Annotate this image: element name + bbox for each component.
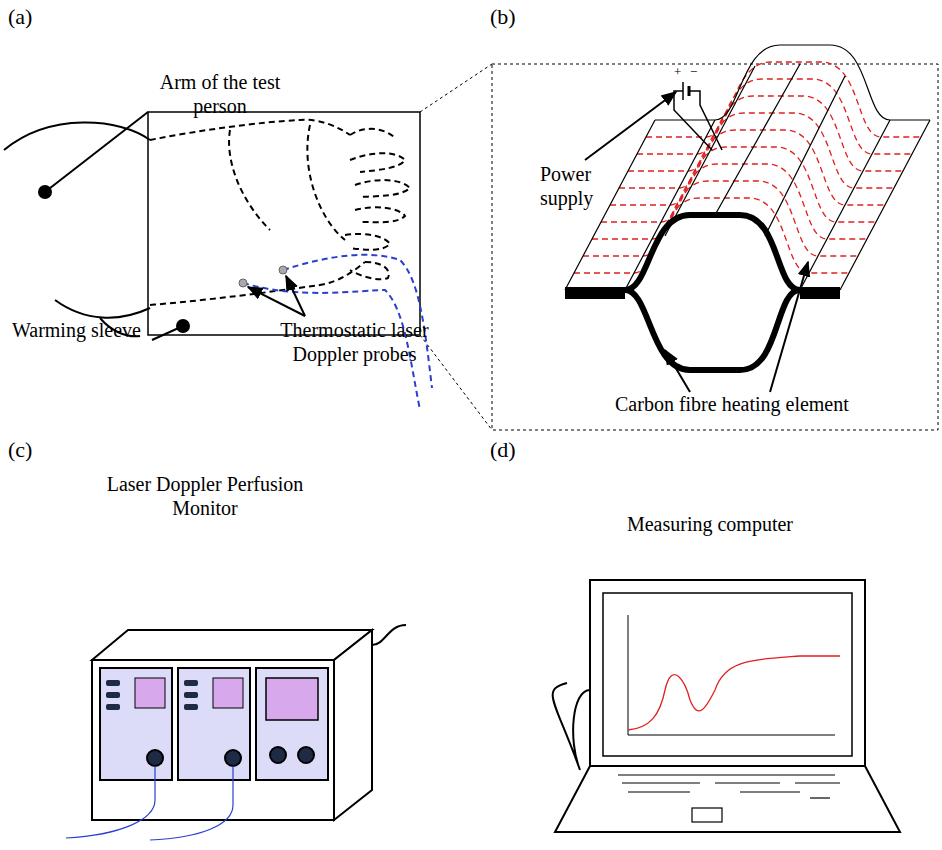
part-label: Arm of the test person [140, 70, 300, 118]
part-label: Thermostatic laser Doppler probes [262, 318, 447, 366]
pointer-arrows [585, 92, 808, 392]
device-title: Measuring computer [590, 512, 830, 536]
probe-dots [239, 266, 287, 287]
polarity-sign: + [674, 64, 681, 80]
leader-lines [39, 112, 305, 340]
panel-letter: (b) [490, 4, 516, 30]
arm-drawing [4, 112, 420, 336]
polarity-sign: − [690, 64, 697, 80]
hand-outline [150, 120, 410, 305]
monitor-cables [66, 766, 233, 840]
panel-letter: (d) [490, 437, 516, 463]
perfusion-monitor [92, 625, 406, 820]
zoom-lines [420, 64, 938, 430]
part-label: Carbon fibre heating element [615, 392, 849, 416]
panel-letter: (c) [8, 437, 32, 463]
battery-symbol [674, 82, 722, 150]
panel-letter: (a) [8, 4, 32, 30]
heating-sleeve [565, 45, 930, 370]
part-label: Warming sleeve [12, 318, 141, 342]
part-label: Power supply [540, 162, 620, 210]
device-title: Laser Doppler Perfusion Monitor [95, 472, 315, 520]
laptop [553, 580, 900, 832]
